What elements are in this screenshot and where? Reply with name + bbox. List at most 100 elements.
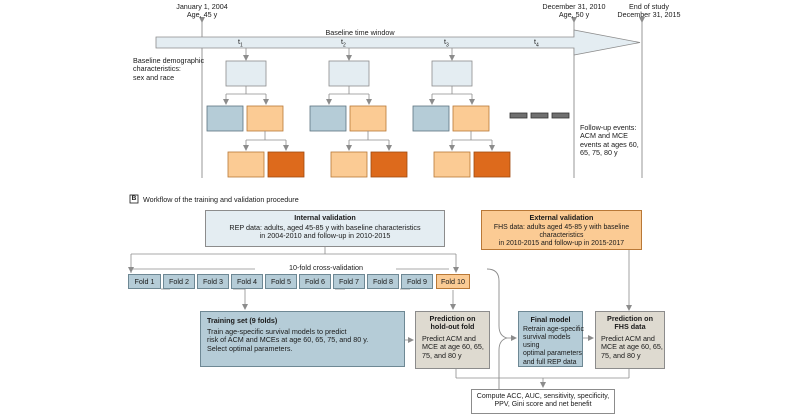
internal-text-line: REP data: adults, aged 45-85 y with base… — [229, 223, 421, 232]
curly-brace — [486, 268, 508, 408]
external-validation-text: FHS data: adults aged 45-85 y with basel… — [482, 224, 641, 248]
fhs-text-line: MCE at age 60, 65, — [601, 342, 663, 352]
training-set-box: Training set (9 folds) Train age-specifi… — [200, 311, 405, 367]
fhs-text-line: Predict ACM and — [601, 334, 655, 343]
baseline-chars-line: Baseline demographic — [133, 56, 205, 65]
final-model-text-line: survival models using — [523, 334, 571, 350]
fold-6: Fold 6 — [299, 274, 331, 289]
final-model-box: Final model Retrain age-specific surviva… — [518, 311, 585, 367]
t2-label: t2 — [341, 37, 346, 49]
ellipsis-block-1 — [509, 112, 528, 119]
internal-text-line: in 2004-2010 and follow-up in 2010-2015 — [259, 231, 391, 241]
tree3-root — [431, 60, 473, 87]
followup-line: ACM and MCE — [580, 131, 628, 141]
final-model-text-line: and full REP data — [523, 358, 577, 366]
holdout-title-line: hold-out fold — [430, 322, 475, 332]
followup-line: Follow-up events: — [580, 123, 637, 132]
training-set-title: Training set (9 folds) — [207, 316, 278, 325]
ellipsis-block-3 — [551, 112, 570, 119]
tree3-left — [412, 105, 450, 132]
tree1-leaf-left — [227, 151, 265, 178]
metrics-line: PPV, Gini score and net benefit — [494, 401, 592, 409]
end-of-study-label: End of study December 31, 2015 — [604, 2, 694, 20]
holdout-box: Prediction on hold-out fold Predict ACM … — [415, 311, 490, 369]
fold-7: Fold 7 — [333, 274, 365, 289]
training-text-line: Select optimal parameters. — [207, 343, 293, 353]
fhs-prediction-text: Predict ACM and MCE at age 60, 65, 75, a… — [601, 334, 665, 360]
fold-2: Fold 2 — [163, 274, 195, 289]
end-of-study-date: December 31, 2015 — [617, 10, 681, 20]
fhs-title-line: FHS data — [614, 322, 646, 332]
fhs-text-line: 75, and 80 y — [601, 350, 641, 360]
tree2-leaf-right — [370, 151, 408, 178]
internal-validation-title: Internal validation — [294, 213, 356, 222]
training-text-line: Train age-specific survival models to pr… — [207, 327, 347, 336]
baseline-chars-line: sex and race — [133, 72, 175, 82]
final-model-text-line: optimal parameters — [523, 350, 582, 358]
holdout-title: Prediction on hold-out fold — [416, 314, 489, 332]
internal-validation-text: REP data: adults, aged 45-85 y with base… — [206, 223, 444, 241]
tree1-leaf-right — [267, 151, 305, 178]
start-date-label: January 1, 2004 Age, 45 y — [162, 2, 242, 20]
t1-label: t1 — [238, 37, 243, 49]
tree3-leaf-left — [433, 151, 471, 178]
panel-b-title: Workflow of the training and validation … — [143, 195, 299, 204]
internal-validation-box: Internal validation REP data: adults, ag… — [205, 210, 445, 247]
followup-line: events at ages 60, — [580, 139, 639, 149]
external-validation-box: External validation FHS data: adults age… — [481, 210, 642, 250]
baseline-window-arrow — [155, 29, 641, 56]
baseline-end-age: Age, 50 y — [558, 10, 590, 20]
tree2-root — [328, 60, 370, 87]
start-age: Age, 45 y — [186, 10, 218, 20]
tree1-root — [225, 60, 267, 87]
final-model-text: Retrain age-specific survival models usi… — [523, 326, 585, 367]
training-set-text: Train age-specific survival models to pr… — [207, 327, 403, 353]
fold-9: Fold 9 — [401, 274, 433, 289]
followup-events: Follow-up events: ACM and MCE events at … — [580, 123, 660, 158]
holdout-text: Predict ACM and MCE at age 60, 65, 75, a… — [422, 334, 490, 360]
end-of-study-title: End of study — [629, 2, 669, 11]
fold-5: Fold 5 — [265, 274, 297, 289]
baseline-end-date: December 31, 2010 — [542, 2, 606, 11]
t3-label: t3 — [444, 37, 449, 49]
fhs-prediction-title: Prediction on FHS data — [596, 314, 664, 332]
tree2-leaf-left — [330, 151, 368, 178]
metrics-line: Compute ACC, AUC, sensitivity, specifici… — [476, 393, 610, 400]
metrics-text: Compute ACC, AUC, sensitivity, specifici… — [472, 393, 614, 410]
training-text-line: risk of ACM and MCEs at age 60, 65, 75, … — [207, 335, 369, 345]
followup-line: 65, 75, 80 y — [580, 148, 618, 158]
final-model-text-line: Retrain age-specific — [523, 326, 584, 333]
baseline-end-label: December 31, 2010 Age, 50 y — [526, 2, 622, 20]
external-validation-title: External validation — [529, 213, 594, 222]
external-text-line: in 2010-2015 and follow-up in 2015-2017 — [498, 240, 625, 248]
tree3-leaf-right — [473, 151, 511, 178]
tree3-right — [452, 105, 490, 132]
tree1-left — [206, 105, 244, 132]
start-date: January 1, 2004 — [176, 2, 228, 11]
metrics-box: Compute ACC, AUC, sensitivity, specifici… — [471, 389, 615, 414]
fold-1: Fold 1 — [128, 274, 161, 289]
t4-label: t4 — [534, 37, 539, 49]
holdout-text-line: Predict ACM and — [422, 334, 476, 343]
cv-label: 10-fold cross-validation — [289, 263, 363, 272]
fhs-title-line: Prediction on — [607, 314, 653, 323]
window-label: Baseline time window — [325, 28, 395, 37]
holdout-text-line: 75, and 80 y — [422, 350, 462, 360]
fold-10: Fold 10 — [436, 274, 470, 289]
holdout-title-line: Prediction on — [429, 314, 476, 323]
panel-b-letter-box — [129, 194, 139, 204]
fold-8: Fold 8 — [367, 274, 399, 289]
ellipsis-block-2 — [530, 112, 549, 119]
tree1-right — [246, 105, 284, 132]
baseline-characteristics: Baseline demographic characteristics: se… — [133, 56, 218, 82]
holdout-text-line: MCE at age 60, 65, — [422, 342, 484, 352]
external-text-line: FHS data: adults aged 45-85 y with basel… — [493, 224, 630, 240]
final-model-title: Final model — [530, 315, 571, 324]
fold-4: Fold 4 — [231, 274, 263, 289]
fold-3: Fold 3 — [197, 274, 229, 289]
fhs-prediction-box: Prediction on FHS data Predict ACM and M… — [595, 311, 665, 369]
tree2-right — [349, 105, 387, 132]
panel-b-letter: B — [131, 195, 137, 202]
